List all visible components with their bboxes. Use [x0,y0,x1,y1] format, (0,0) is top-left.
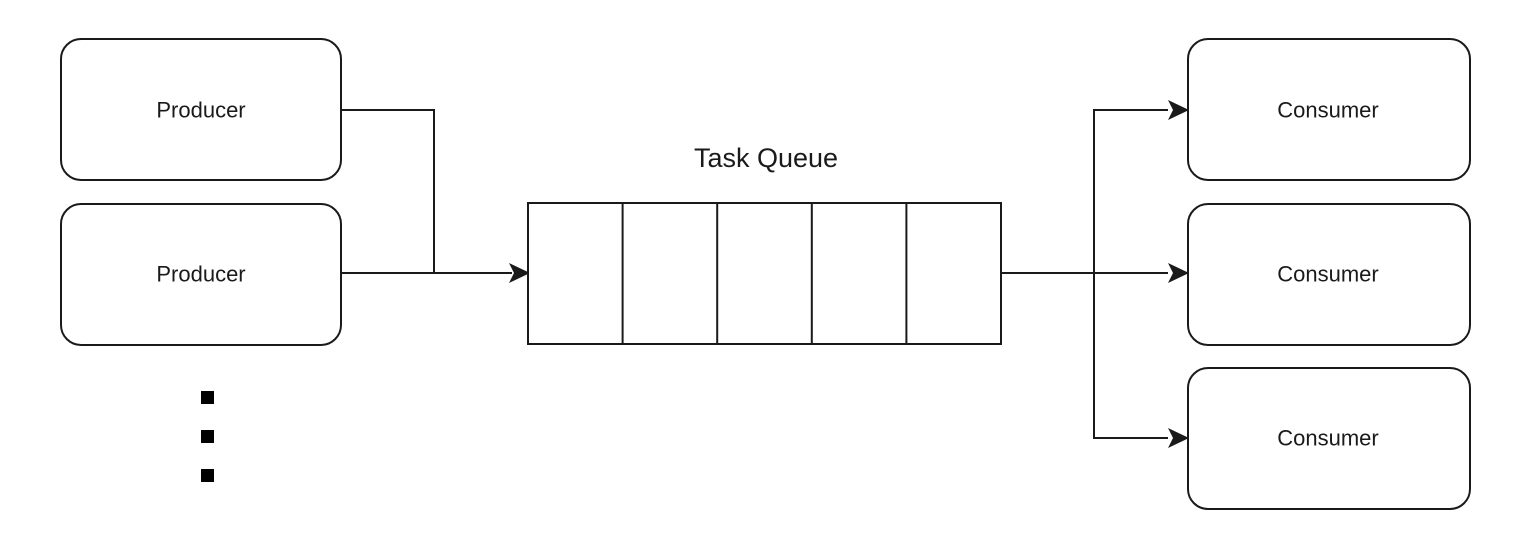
producer-node: Producer [60,38,342,181]
more-producers-ellipsis [201,391,214,482]
consumer-label: Consumer [1277,98,1378,123]
producer-node: Producer [60,203,342,346]
task-queue [527,202,1002,345]
ellipsis-dot [201,391,214,404]
consumer-box [1187,203,1471,346]
queue-frame [527,202,1002,345]
consumer-node: Consumer [1187,367,1471,510]
queue-to-consumer-connector [1093,109,1168,439]
arrowhead-icon [1168,263,1189,283]
consumer-label: Consumer [1277,426,1378,451]
producer-label: Producer [156,262,245,287]
arrowhead-icon [509,263,530,283]
ellipsis-dot [201,469,214,482]
consumer-node: Consumer [1187,203,1471,346]
producer-box [60,203,342,346]
ellipsis-dot [201,430,214,443]
producer-to-queue-connector [341,109,435,273]
queue-title: Task Queue [694,143,838,173]
consumer-node: Consumer [1187,38,1471,181]
consumer-label: Consumer [1277,262,1378,287]
consumer-box [1187,38,1471,181]
consumer-box [1187,367,1471,510]
arrowhead-icon [1168,100,1189,120]
arrowhead-icon [1168,428,1189,448]
producer-label: Producer [156,98,245,123]
